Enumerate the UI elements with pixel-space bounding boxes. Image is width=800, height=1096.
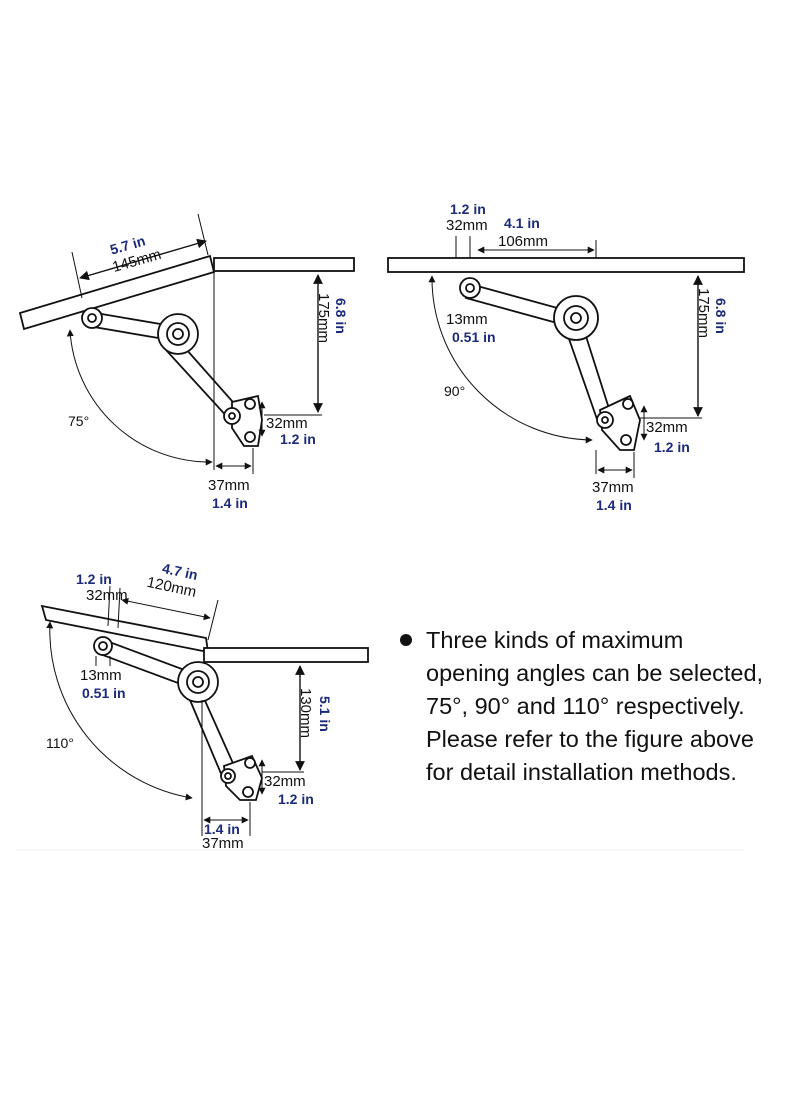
- bracket-height-mm: 32mm: [646, 419, 688, 436]
- angle-arc: [46, 621, 193, 801]
- lid-length-dimension: [79, 238, 207, 281]
- angle-label: 90°: [444, 383, 465, 399]
- bracket-height-in: 1.2 in: [654, 439, 690, 455]
- bracket-width-in: 1.4 in: [596, 497, 632, 513]
- ext-line: [197, 213, 209, 256]
- height-mm: 175mm: [695, 288, 712, 338]
- figure-75-degree: 5.7 in 145mm 75° 175mm 6.8 in 32mm 1.2 i…: [18, 213, 355, 511]
- bracket-height-mm: 32mm: [266, 415, 308, 432]
- reach-dimension: [121, 597, 211, 621]
- installation-note: Three kinds of maximum opening angles ca…: [400, 624, 770, 789]
- offset-mm: 32mm: [446, 217, 488, 234]
- pivot-mm: 13mm: [80, 667, 122, 684]
- offset-in: 1.2 in: [76, 571, 112, 587]
- reach-mm: 106mm: [498, 233, 548, 250]
- bullet-icon: [400, 634, 412, 646]
- reach-in: 4.1 in: [504, 215, 540, 231]
- height-mm: 130mm: [297, 688, 314, 738]
- figure-110-degree: 4.7 in 120mm 1.2 in 32mm 13mm 0.51 in 11…: [40, 560, 369, 852]
- bracket-width-mm: 37mm: [592, 479, 634, 496]
- figure-90-degree: 1.2 in 32mm 4.1 in 106mm 13mm 0.51 in 90…: [387, 201, 745, 513]
- ext-line: [71, 251, 83, 299]
- cabinet-board: [387, 257, 745, 273]
- angle-label: 110°: [46, 735, 74, 751]
- bracket-width-in: 1.4 in: [212, 495, 248, 511]
- angle-arc: [428, 275, 593, 444]
- pivot-in: 0.51 in: [82, 685, 126, 701]
- pivot-in: 0.51 in: [452, 329, 496, 345]
- bracket-height-in: 1.2 in: [280, 431, 316, 447]
- height-in: 5.1 in: [317, 696, 333, 732]
- angle-arc: [66, 329, 213, 466]
- height-in: 6.8 in: [333, 298, 349, 334]
- reach-in: 4.7 in: [161, 560, 199, 583]
- bracket-height-mm: 32mm: [264, 773, 306, 790]
- pivot-mm: 13mm: [446, 311, 488, 328]
- bracket-width-mm: 37mm: [208, 477, 250, 494]
- bracket-height-in: 1.2 in: [278, 791, 314, 807]
- angle-label: 75°: [68, 413, 89, 429]
- bracket-width-in: 1.4 in: [204, 821, 240, 837]
- bracket-width-mm: 37mm: [202, 835, 244, 852]
- note-text: Three kinds of maximum opening angles ca…: [426, 627, 764, 785]
- offset-in: 1.2 in: [450, 201, 486, 217]
- offset-mm: 32mm: [86, 587, 128, 604]
- height-mm: 175mm: [315, 293, 332, 343]
- height-in: 6.8 in: [713, 298, 729, 334]
- cabinet-board: [213, 257, 355, 272]
- cabinet-board: [203, 647, 369, 663]
